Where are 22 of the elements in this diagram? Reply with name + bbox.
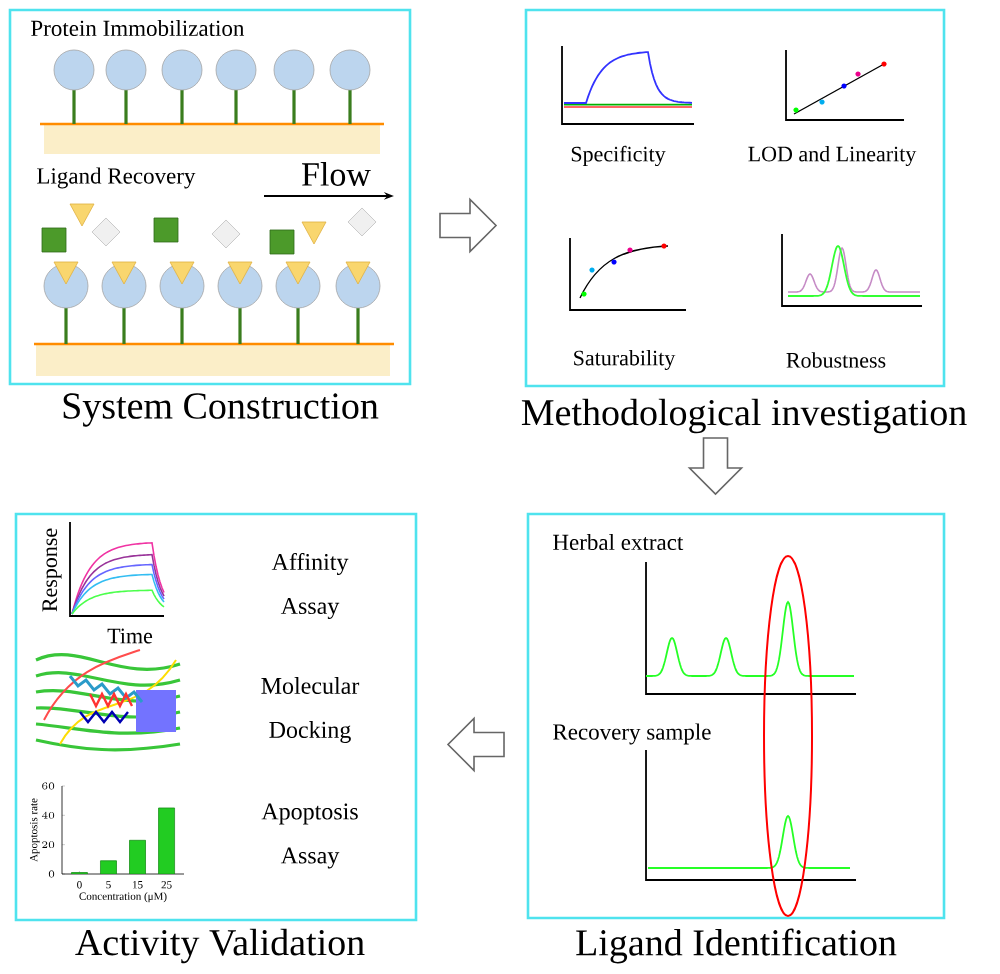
chart-caption: Recovery sample <box>553 723 711 745</box>
chart-caption: Saturability <box>574 350 676 370</box>
block-arrow <box>446 716 505 773</box>
chart-caption: Specificity <box>571 145 666 167</box>
section-label: Protein Immobilization <box>31 19 245 37</box>
chart-caption: LOD and Linearity <box>748 146 917 166</box>
section-label: Ligand Recovery <box>37 167 196 189</box>
panel-title: Ligand Identification <box>576 928 897 964</box>
panel-title: System Construction <box>63 393 379 427</box>
axis-label: Time <box>107 628 153 644</box>
assay-label: Affinity Assay <box>271 552 349 620</box>
block-arrow <box>687 437 744 496</box>
chart-caption: Robustness <box>786 352 886 368</box>
bar <box>129 839 146 874</box>
chart-caption: Herbal extract <box>553 533 684 551</box>
assay-label: Molecular Docking <box>261 677 360 743</box>
block-arrow <box>439 197 498 254</box>
assay-label: Apoptosis Assay <box>261 803 358 869</box>
flow-label: Flow <box>302 162 371 186</box>
panel-title: Methodological investigation <box>521 398 967 434</box>
panel-title: Activity Validation <box>75 928 365 964</box>
axis-label: Response <box>42 528 62 612</box>
